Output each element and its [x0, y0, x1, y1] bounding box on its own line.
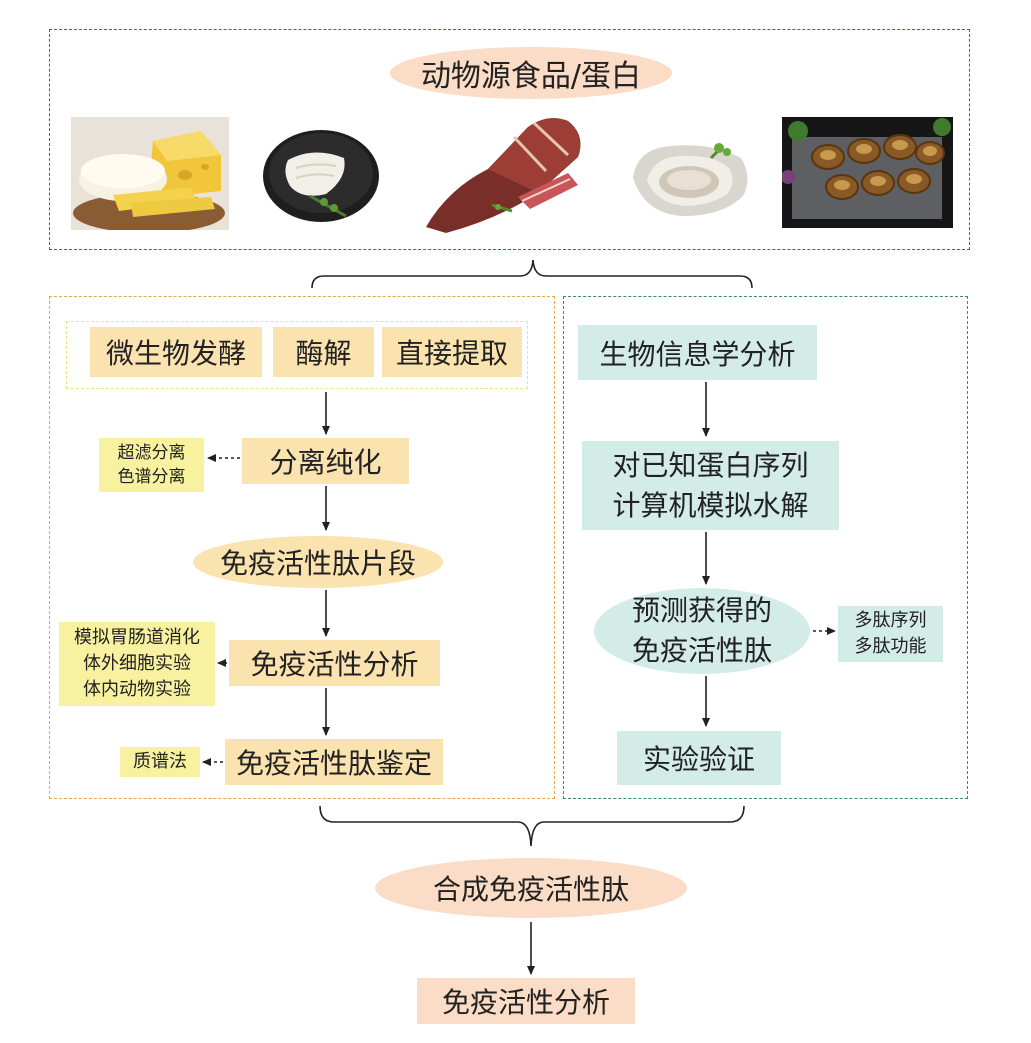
activity-analysis-box: 免疫活性分析: [229, 640, 440, 686]
method-microbial-fermentation: 微生物发酵: [90, 327, 262, 377]
cheese-image: [71, 117, 229, 230]
synthesis-pill: 合成免疫活性肽: [375, 858, 687, 918]
prediction-outputs-box: 多肽序列 多肽功能: [838, 606, 943, 662]
prediction-output-function: 多肽功能: [854, 636, 927, 657]
purification-method-chromatography: 色谱分离: [117, 467, 186, 487]
prediction-line-2: 免疫活性肽: [631, 634, 772, 667]
ham-image: [426, 118, 581, 233]
activity-methods-box: 模拟胃肠道消化 体外细胞实验 体内动物实验: [59, 622, 215, 706]
validation-box: 实验验证: [617, 731, 781, 785]
abalone-image: [782, 117, 953, 228]
fish-image: [263, 130, 379, 222]
prediction-output-sequence: 多肽序列: [854, 610, 927, 631]
final-analysis-box: 免疫活性分析: [417, 978, 635, 1024]
source-title: 动物源食品/蛋白: [390, 47, 672, 99]
activity-method-in-vitro-cell: 体外细胞实验: [83, 653, 191, 674]
bioinformatics-box: 生物信息学分析: [578, 325, 817, 380]
simulation-line-1: 对已知蛋白序列: [612, 448, 809, 482]
top-brace: [311, 259, 753, 289]
source-foods-region: [49, 29, 970, 250]
purification-box: 分离纯化: [242, 438, 409, 484]
activity-method-gi-digestion: 模拟胃肠道消化: [74, 627, 200, 648]
mass-spectrometry-box: 质谱法: [120, 747, 200, 777]
method-direct-extraction: 直接提取: [382, 327, 522, 377]
method-enzymatic-hydrolysis: 酶解: [273, 327, 374, 377]
prediction-pill: 预测获得的 免疫活性肽: [594, 588, 810, 674]
peptide-fragment-pill: 免疫活性肽片段: [193, 536, 443, 588]
prediction-line-1: 预测获得的: [631, 594, 772, 627]
purification-methods-box: 超滤分离 色谱分离: [99, 438, 204, 492]
activity-method-in-vivo-animal: 体内动物实验: [83, 679, 191, 700]
bottom-brace: [319, 805, 745, 847]
oyster-image: [633, 143, 748, 216]
simulation-box: 对已知蛋白序列 计算机模拟水解: [582, 441, 839, 530]
bioinformatics-branch-region: [563, 296, 968, 799]
purification-method-ultrafiltration: 超滤分离: [117, 443, 186, 463]
experimental-branch-region: [49, 296, 555, 799]
methods-group-region: [66, 321, 528, 389]
identification-box: 免疫活性肽鉴定: [225, 739, 443, 785]
simulation-line-2: 计算机模拟水解: [612, 488, 809, 522]
